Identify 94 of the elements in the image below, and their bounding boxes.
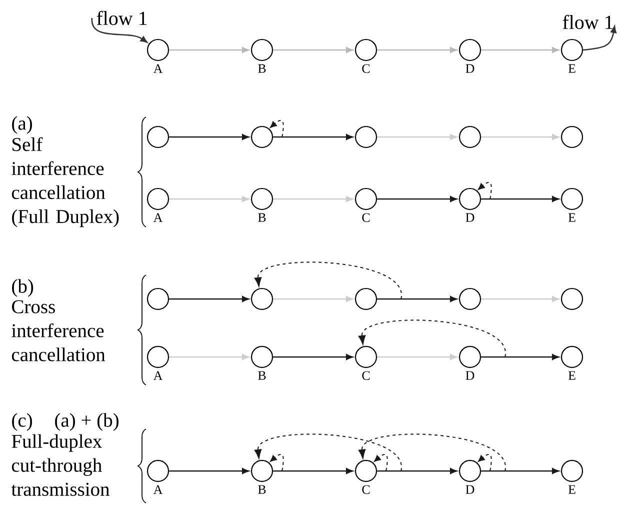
dashed-arrow bbox=[254, 262, 402, 300]
dashed-arrow bbox=[270, 454, 284, 472]
node-label: D bbox=[466, 64, 474, 73]
node-circle bbox=[250, 188, 274, 210]
node-circle bbox=[250, 38, 274, 62]
node-circle bbox=[560, 288, 584, 310]
arrow bbox=[273, 134, 354, 140]
flow-label: flow 1 bbox=[96, 10, 147, 26]
arrow bbox=[273, 354, 354, 360]
panel-description: Full-duplex cut-through transmission bbox=[11, 434, 110, 496]
dashed-arrow bbox=[254, 434, 402, 472]
dashed-arrow bbox=[358, 320, 506, 358]
node-circle bbox=[354, 188, 378, 210]
arrow bbox=[91, 18, 148, 43]
node-label: A bbox=[153, 371, 163, 380]
arrow bbox=[481, 134, 560, 140]
node-circle bbox=[146, 188, 170, 210]
arrow bbox=[481, 196, 560, 202]
arrow bbox=[481, 296, 560, 302]
node-circle bbox=[458, 346, 482, 368]
arrow bbox=[377, 354, 458, 360]
node-circle bbox=[560, 346, 584, 368]
node-label: B bbox=[258, 371, 266, 380]
arrow bbox=[169, 468, 250, 474]
dashed-arrow bbox=[478, 454, 492, 472]
node-circle bbox=[250, 460, 274, 482]
panel-description: Self interference cancellation (Full Duplex) bbox=[12, 137, 119, 228]
node-circle bbox=[458, 188, 482, 210]
arrow bbox=[169, 296, 250, 302]
panel-label: (c) bbox=[12, 413, 32, 431]
node-circle bbox=[354, 38, 378, 62]
node-circle bbox=[354, 346, 378, 368]
arrow bbox=[377, 47, 458, 53]
panel-label: (b) bbox=[12, 279, 34, 297]
dashed-arrow bbox=[270, 120, 284, 138]
node-label: A bbox=[153, 485, 163, 494]
node-circle bbox=[146, 460, 170, 482]
arrow bbox=[169, 134, 250, 140]
node-circle bbox=[458, 38, 482, 62]
arrow bbox=[169, 47, 250, 53]
node-circle bbox=[458, 460, 482, 482]
dashed-arrow bbox=[478, 182, 492, 200]
node-label: D bbox=[466, 371, 474, 380]
arrow bbox=[377, 296, 458, 302]
node-label: E bbox=[568, 371, 576, 380]
node-circle bbox=[354, 126, 378, 148]
node-circle bbox=[146, 38, 170, 62]
arrow bbox=[377, 468, 458, 474]
panel-label: (a) + (b) bbox=[55, 413, 118, 431]
panel-description: Cross interference cancellation bbox=[12, 300, 106, 362]
node-label: C bbox=[362, 371, 370, 380]
arrow bbox=[169, 354, 250, 360]
arrow bbox=[582, 26, 616, 51]
node-label: E bbox=[568, 213, 576, 222]
node-circle bbox=[560, 126, 584, 148]
node-label: C bbox=[362, 485, 370, 494]
node-label: C bbox=[362, 213, 370, 222]
node-circle bbox=[250, 346, 274, 368]
node-circle bbox=[458, 288, 482, 310]
node-circle bbox=[250, 288, 274, 310]
dashed-arrow bbox=[358, 434, 506, 472]
node-label: C bbox=[362, 64, 370, 73]
arrow bbox=[481, 468, 560, 474]
arrow bbox=[377, 196, 458, 202]
panel-label: (a) bbox=[12, 116, 32, 134]
arrow bbox=[273, 47, 354, 53]
node-label: E bbox=[568, 64, 576, 73]
node-label: B bbox=[258, 64, 266, 73]
node-circle bbox=[146, 126, 170, 148]
node-circle bbox=[458, 126, 482, 148]
dashed-arrow bbox=[374, 454, 388, 472]
arrow bbox=[481, 47, 560, 53]
arrow bbox=[273, 468, 354, 474]
node-label: B bbox=[258, 485, 266, 494]
node-circle bbox=[560, 460, 584, 482]
node-circle bbox=[560, 188, 584, 210]
node-circle bbox=[146, 288, 170, 310]
flow-label: flow 1 bbox=[562, 14, 613, 30]
node-circle bbox=[560, 38, 584, 62]
arrow bbox=[273, 296, 354, 302]
node-circle bbox=[146, 346, 170, 368]
node-circle bbox=[354, 460, 378, 482]
node-label: A bbox=[153, 213, 163, 222]
arrow bbox=[273, 196, 354, 202]
node-label: D bbox=[466, 213, 474, 222]
arrow bbox=[169, 196, 250, 202]
node-label: A bbox=[153, 64, 163, 73]
node-label: E bbox=[568, 485, 576, 494]
arrow bbox=[481, 354, 560, 360]
node-circle bbox=[354, 288, 378, 310]
node-label: B bbox=[258, 213, 266, 222]
arrow bbox=[377, 134, 458, 140]
node-circle bbox=[250, 126, 274, 148]
node-label: D bbox=[466, 485, 474, 494]
